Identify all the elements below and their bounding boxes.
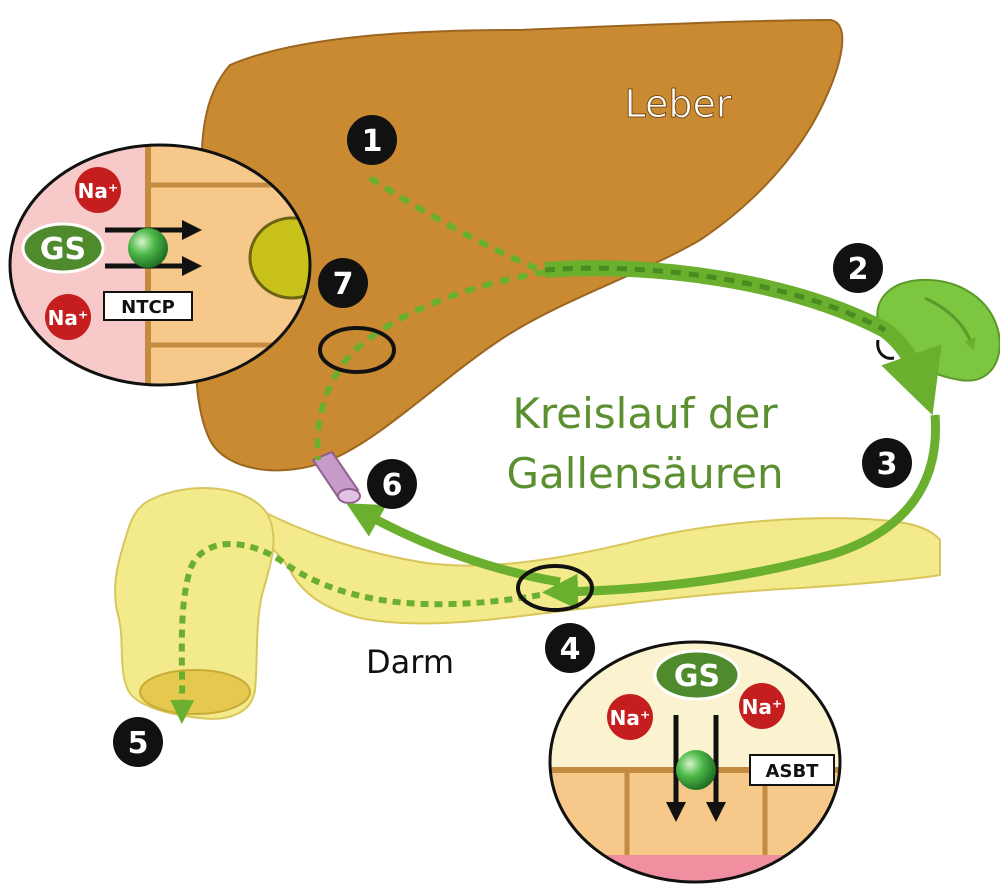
bile-acid-label-intestine: GS [674, 659, 720, 694]
ntcp-text: NTCP [121, 297, 175, 318]
cycle-title-line1: Kreislauf der [512, 389, 778, 438]
step-number-4: 4 [560, 632, 581, 667]
step-number-1: 1 [362, 124, 383, 159]
sodium-ion-left: Na⁺ [607, 694, 653, 740]
sodium-label-left: Na⁺ [610, 706, 651, 730]
small-intestine-shape [260, 510, 940, 623]
sodium-label-right: Na⁺ [742, 695, 783, 719]
bile-acid-badge: GS [23, 224, 103, 272]
step-marker-3: 3 [862, 438, 912, 488]
bile-acid-molecule-intestine [676, 750, 716, 790]
sodium-ion-bottom: Na⁺ [45, 294, 91, 340]
bile-acid-molecule [128, 228, 168, 268]
bile-acid-badge-intestine: GS [655, 651, 739, 699]
step-marker-5: 5 [113, 717, 163, 767]
colon-opening [140, 670, 250, 714]
sodium-ion-right: Na⁺ [739, 683, 785, 729]
portal-vein-opening [338, 489, 360, 503]
ntcp-transporter-label: NTCP [104, 292, 192, 320]
cycle-title-line2: Gallensäuren [506, 449, 783, 498]
sodium-label-top: Na⁺ [78, 179, 119, 203]
step-marker-6: 6 [367, 459, 417, 509]
liver-label: Leber [624, 82, 731, 126]
bile-acid-label: GS [40, 232, 86, 267]
sodium-label-bottom: Na⁺ [48, 306, 89, 330]
step-marker-4: 4 [545, 623, 595, 673]
asbt-transporter-label: ASBT [750, 755, 834, 785]
step-number-3: 3 [877, 447, 898, 482]
step-marker-1: 1 [347, 115, 397, 165]
sodium-ion-top: Na⁺ [75, 167, 121, 213]
step-marker-7: 7 [318, 258, 368, 308]
step-number-5: 5 [128, 726, 149, 761]
intestine-label: Darm [366, 643, 454, 681]
step-marker-2: 2 [833, 243, 883, 293]
step-number-7: 7 [333, 267, 354, 302]
asbt-text: ASBT [766, 761, 820, 782]
intestinal-cell-inset: GS Na⁺ Na⁺ ASBT [545, 642, 855, 890]
step-number-2: 2 [848, 252, 869, 287]
step-number-6: 6 [382, 468, 403, 503]
